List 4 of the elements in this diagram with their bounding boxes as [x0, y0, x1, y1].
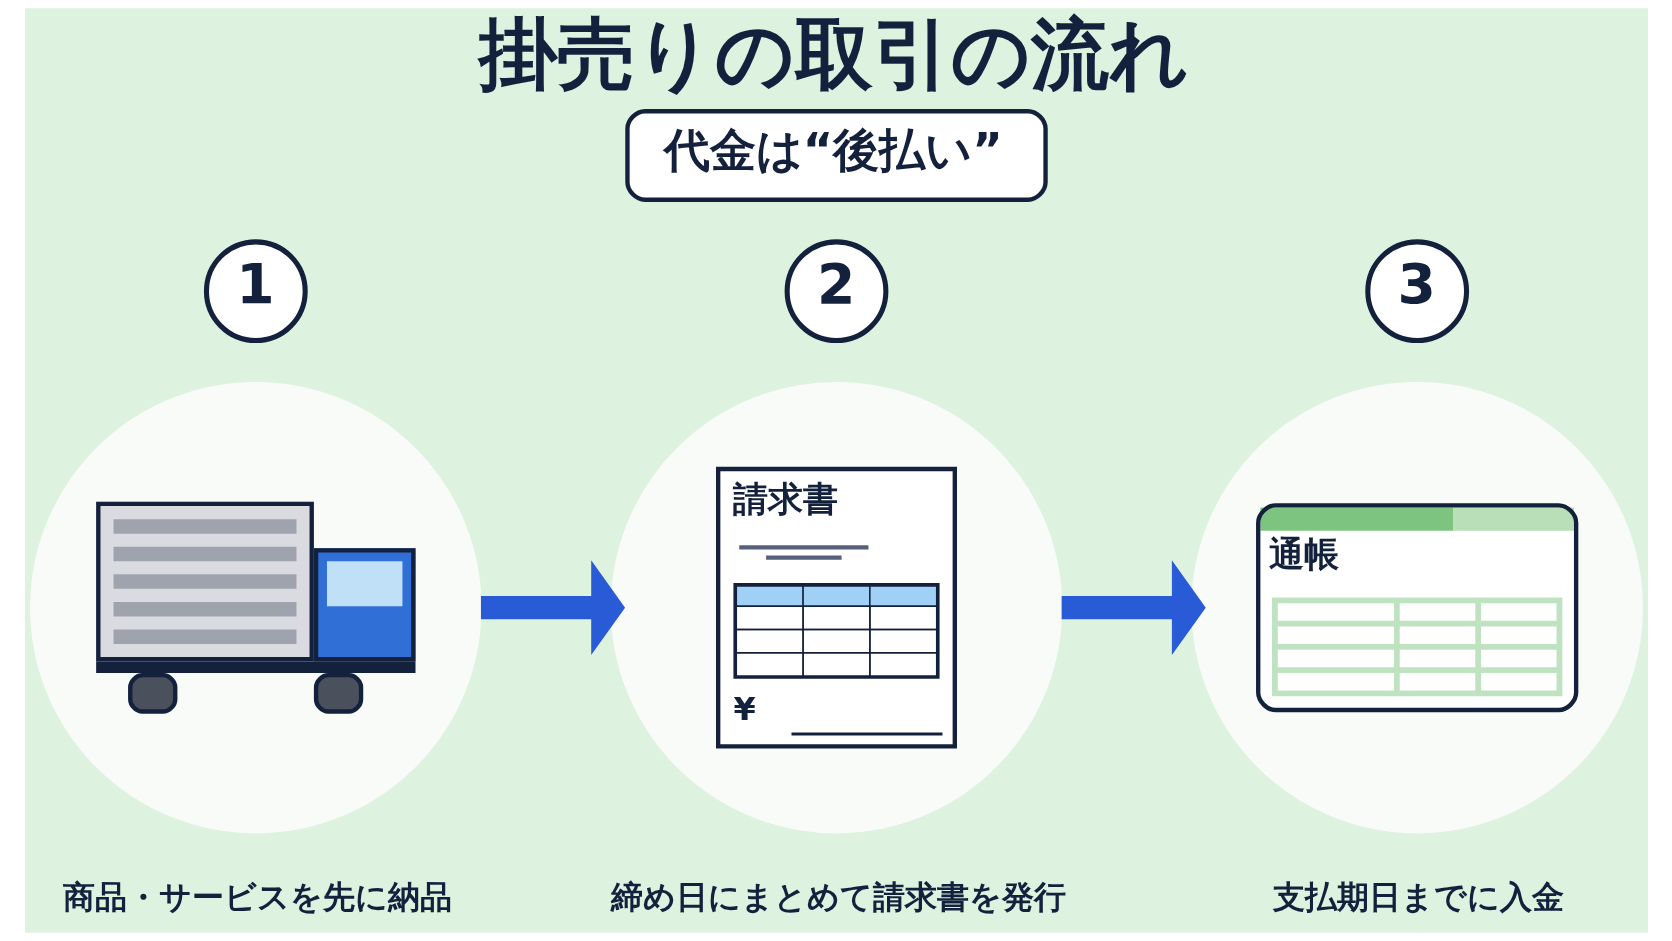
node-label: 商品・サービスを先に納品: [62, 877, 452, 916]
diagram-title: 掛売りの取引の流れ: [478, 8, 1189, 100]
node-label: 締め日にまとめて請求書を発行: [610, 877, 1066, 916]
node-label: 支払期日までに入金: [1272, 877, 1564, 916]
